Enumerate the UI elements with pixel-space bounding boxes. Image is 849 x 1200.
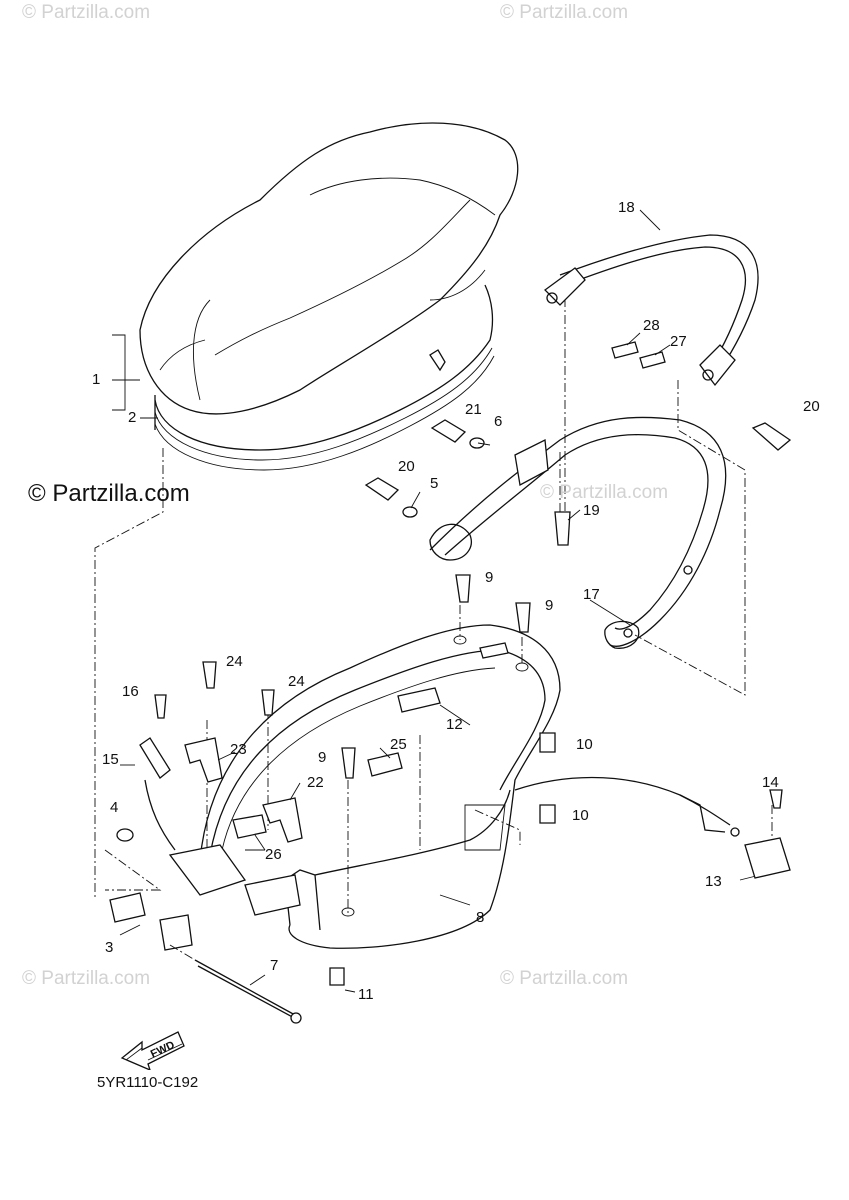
callout-20-left[interactable]: 20 xyxy=(398,458,415,475)
callout-25[interactable]: 25 xyxy=(390,736,407,753)
storage-box-part-8[interactable] xyxy=(199,624,561,949)
callout-21[interactable]: 21 xyxy=(465,401,482,418)
callout-24-left[interactable]: 24 xyxy=(226,653,243,670)
watermark-bottom-left: © Partzilla.com xyxy=(22,968,151,989)
callout-13[interactable]: 13 xyxy=(705,873,722,890)
callout-2[interactable]: 2 xyxy=(128,409,137,426)
callout-9-top[interactable]: 9 xyxy=(485,569,494,586)
callout-27[interactable]: 27 xyxy=(670,333,687,350)
grab-bar-part-18[interactable] xyxy=(544,234,759,387)
watermark-bottom-right: © Partzilla.com xyxy=(500,968,629,989)
callout-3[interactable]: 3 xyxy=(105,939,114,956)
fwd-arrow-icon: FWD xyxy=(120,1031,185,1070)
seat-base-part-2[interactable] xyxy=(154,284,495,471)
callout-11[interactable]: 11 xyxy=(358,986,374,1003)
callout-14[interactable]: 14 xyxy=(762,774,779,791)
callout-18[interactable]: 18 xyxy=(618,199,635,216)
watermark-top-right: © Partzilla.com xyxy=(500,2,629,23)
callout-5[interactable]: 5 xyxy=(430,475,439,492)
seat-part-1[interactable] xyxy=(139,122,519,415)
callout-leaders xyxy=(217,209,671,851)
callout-24-right[interactable]: 24 xyxy=(288,673,305,690)
callout-28[interactable]: 28 xyxy=(643,317,660,334)
diagram-code: 5YR1110-C192 xyxy=(97,1074,199,1091)
callout-9-right[interactable]: 9 xyxy=(545,597,554,614)
watermark-middle-right: © Partzilla.com xyxy=(540,482,669,503)
callout-4[interactable]: 4 xyxy=(110,799,119,816)
hinge-brackets[interactable] xyxy=(109,732,791,986)
callout-26[interactable]: 26 xyxy=(265,846,282,863)
seat-lock-cable[interactable] xyxy=(139,737,740,851)
carrier-frame-part-17[interactable] xyxy=(429,416,727,649)
watermark-main: © Partzilla.com xyxy=(28,480,190,507)
callout-1[interactable]: 1 xyxy=(92,371,101,388)
callout-12[interactable]: 12 xyxy=(446,716,463,733)
callout-23[interactable]: 23 xyxy=(230,741,247,758)
pin-part-7[interactable] xyxy=(169,944,302,1024)
callout-10-lower[interactable]: 10 xyxy=(572,807,589,824)
callout-20-right[interactable]: 20 xyxy=(803,398,820,415)
callout-9-left[interactable]: 9 xyxy=(318,749,327,766)
callout-8[interactable]: 8 xyxy=(476,909,485,926)
callout-17[interactable]: 17 xyxy=(583,586,600,603)
callout-15[interactable]: 15 xyxy=(102,751,119,768)
callout-19[interactable]: 19 xyxy=(583,502,600,519)
callout-6[interactable]: 6 xyxy=(494,413,503,430)
callout-7[interactable]: 7 xyxy=(270,957,279,974)
callout-16[interactable]: 16 xyxy=(122,683,139,700)
watermark-top-left: © Partzilla.com xyxy=(22,2,151,23)
callout-22[interactable]: 22 xyxy=(307,774,324,791)
callout-10-upper[interactable]: 10 xyxy=(576,736,593,753)
